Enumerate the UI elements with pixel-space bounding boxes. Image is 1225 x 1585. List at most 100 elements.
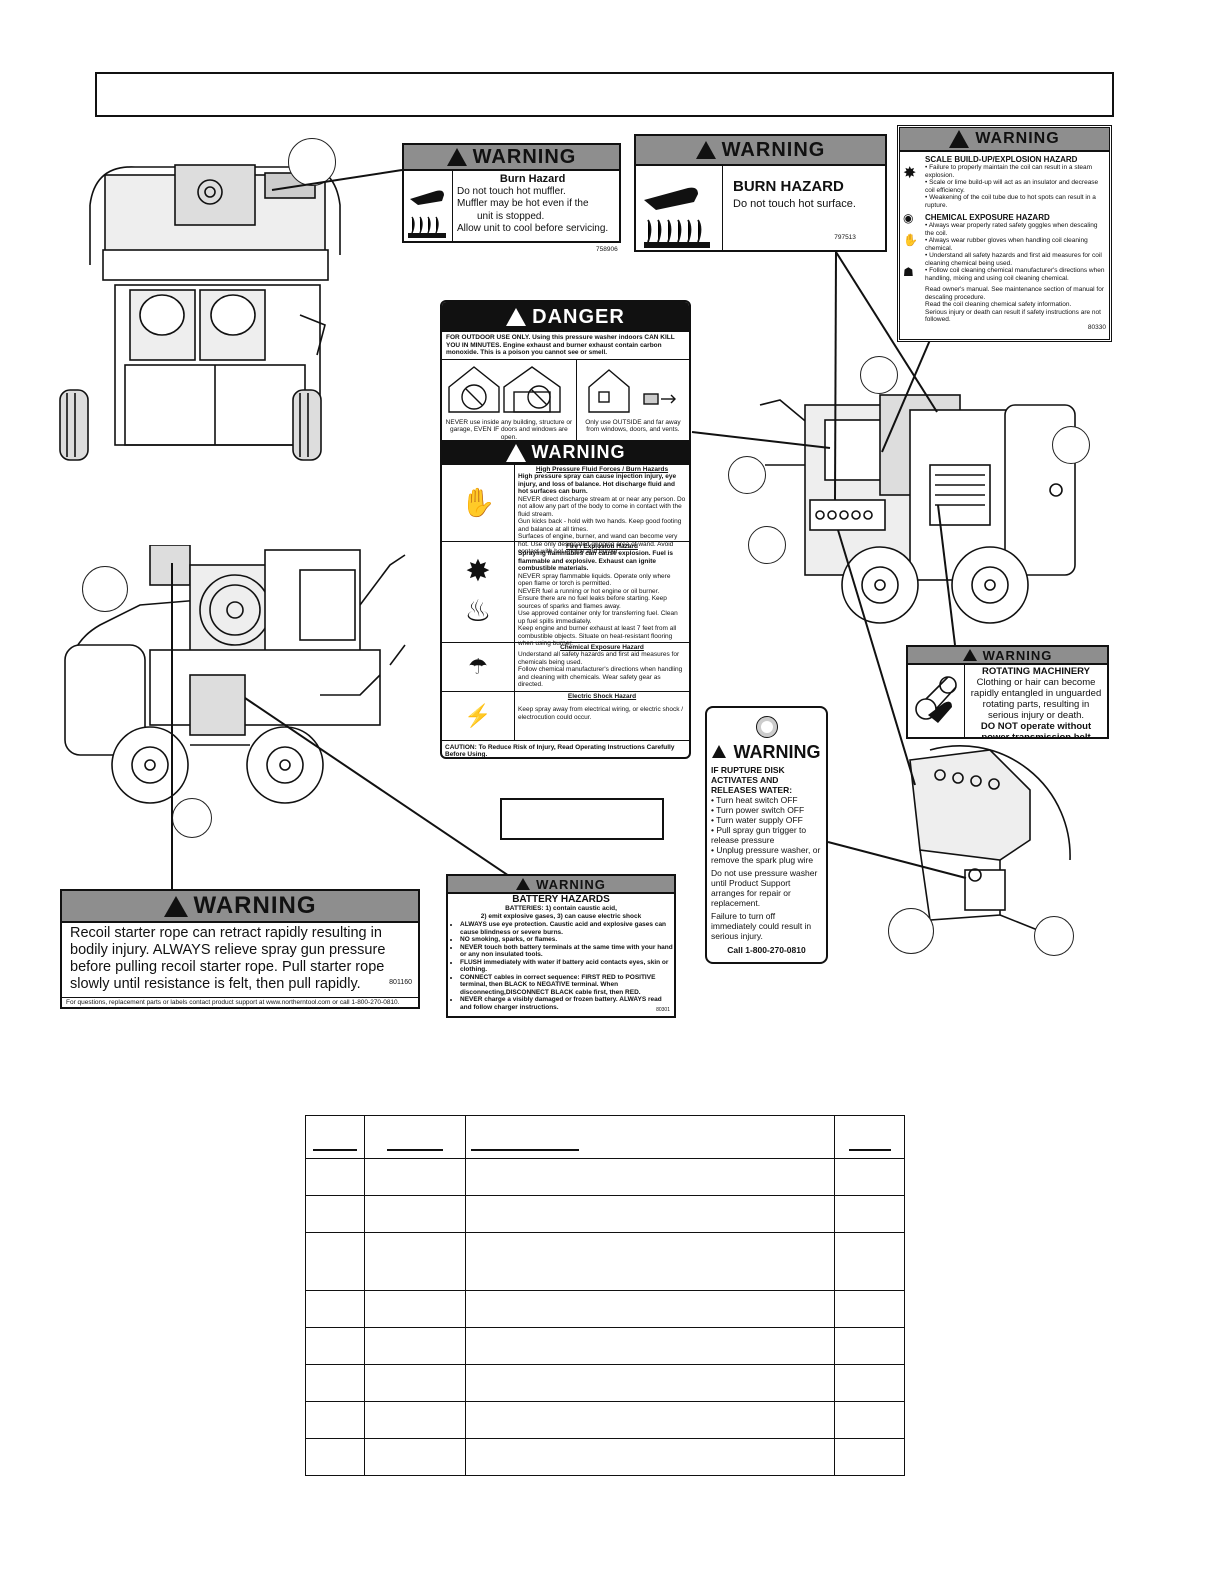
- scale-hazard-label: WARNING ✸ ◉ ✋ ☗ SCALE BUILD-UP/EXPLOSION…: [897, 125, 1112, 342]
- rupture-paragraph-2: Failure to turn off immediately could re…: [711, 911, 812, 941]
- callout-detail-right: [1034, 916, 1074, 956]
- rotating-text: Clothing or hair can become rapidly enta…: [970, 677, 1102, 721]
- table-row: [305, 1195, 905, 1233]
- machine-rear-view: [759, 394, 1076, 624]
- glove-icon: ✋: [903, 233, 918, 247]
- table-cell: [363, 1158, 466, 1196]
- electric-shock-icon: ⚡: [442, 691, 515, 740]
- table-cell: [834, 1290, 905, 1328]
- table-cell: [464, 1158, 836, 1196]
- battery-item-4: FLUSH immediately with water if battery …: [460, 959, 674, 974]
- callout-front: [288, 138, 336, 186]
- battery-item-1: ALWAYS use eye protection. Caustic acid …: [460, 921, 674, 936]
- chemical-exposure-icon: ☂: [442, 642, 515, 691]
- blank-label-box: [500, 798, 664, 840]
- battery-title: BATTERY HAZARDS: [512, 894, 610, 905]
- danger-triangle-icon: [506, 308, 527, 326]
- danger-sec4-body: Keep spray away from electrical wiring, …: [518, 706, 684, 721]
- table-row: [305, 1401, 905, 1439]
- explosion-fire-icon: ✸♨: [442, 541, 515, 642]
- recoil-part-no: 801160: [389, 979, 412, 986]
- hand-flame-icon: [644, 166, 723, 250]
- spray-injection-icon: ✋: [442, 464, 515, 541]
- recoil-text: Recoil starter rope can retract rapidly …: [70, 925, 386, 992]
- table-cell: [363, 1438, 466, 1476]
- muffler-subheading: Burn Hazard: [499, 173, 566, 185]
- table-cell: [305, 1290, 365, 1328]
- table-cell: [363, 1195, 466, 1233]
- burn-text: Do not touch hot surface.: [733, 198, 856, 210]
- battery-hazard-label: WARNING BATTERY HAZARDS BATTERIES: 1) co…: [446, 874, 676, 1018]
- battery-sub-1: BATTERIES: 1) contain caustic acid,: [505, 905, 617, 912]
- chem-title: CHEMICAL EXPOSURE HAZARD: [925, 213, 1050, 222]
- battery-heading: WARNING: [536, 876, 606, 892]
- column-header: [834, 1115, 905, 1159]
- chem-item-1: • Always wear properly rated safety gogg…: [925, 222, 1098, 237]
- rupture-disk-tag: WARNING IF RUPTURE DISK ACTIVATES AND RE…: [705, 706, 828, 964]
- warning-triangle-icon: [695, 141, 716, 159]
- rupture-item-5: • Unplug pressure washer, or remove the …: [711, 845, 821, 865]
- table-cell: [305, 1195, 365, 1233]
- battery-sub-2: 2) emit explosive gases, 3) can cause el…: [480, 912, 642, 920]
- rupture-heading: WARNING: [733, 742, 821, 762]
- danger-sec2-item3: Ensure there are no fuel leaks before st…: [518, 595, 667, 610]
- danger-sec3-item2: Follow chemical manufacturer's direction…: [518, 666, 683, 688]
- burn-part-no: 797513: [834, 234, 856, 241]
- table-cell: [363, 1401, 466, 1439]
- table-cell: [464, 1364, 836, 1402]
- rupture-phone: Call 1-800-270-0810: [727, 945, 806, 955]
- callout-side-bottom: [172, 798, 212, 838]
- danger-only-text: Only use OUTSIDE and far away from windo…: [585, 418, 681, 434]
- column-header: [363, 1115, 466, 1159]
- table-cell: [305, 1364, 365, 1402]
- danger-intro: FOR OUTDOOR USE ONLY. Using this pressur…: [442, 332, 689, 360]
- tag-hole-icon: [755, 716, 778, 738]
- burn-title: BURN HAZARD: [733, 178, 844, 195]
- table-header-row: [305, 1115, 905, 1159]
- column-header: [305, 1115, 365, 1159]
- warning-triangle-icon: [712, 745, 727, 758]
- muffler-warning-label: WARNING Burn Hazard Do not touch hot muf…: [402, 143, 621, 243]
- danger-sec3-item1: Understand all safety hazards and first …: [518, 651, 680, 666]
- scale-title: SCALE BUILD-UP/EXPLOSION HAZARD: [925, 155, 1078, 164]
- battery-item-5: CONNECT cables in correct sequence: FIRS…: [460, 974, 674, 997]
- burn-hazard-label: WARNING BURN HAZARD Do not touch hot sur…: [634, 134, 887, 252]
- danger-warning-heading: WARNING: [531, 442, 626, 462]
- callout-side-top: [82, 566, 128, 612]
- house-outside-icon: [588, 368, 676, 413]
- muffler-line-4: Allow unit to cool before servicing.: [457, 223, 609, 234]
- table-cell: [464, 1195, 836, 1233]
- scale-item-1: • Failure to properly maintain the coil …: [925, 164, 1093, 179]
- legend-frame: [95, 72, 1114, 117]
- scale-heading: WARNING: [975, 130, 1060, 147]
- warning-triangle-icon: [163, 895, 188, 917]
- danger-sec1-item2: Gun kicks back - hold with two hands. Ke…: [518, 518, 682, 533]
- muffler-line-3: unit is stopped.: [477, 210, 545, 222]
- table-cell: [834, 1195, 905, 1233]
- chem-item-4: • Follow coil cleaning chemical manufact…: [925, 267, 1105, 282]
- table-cell: [834, 1438, 905, 1476]
- danger-sec1-body: High pressure spray can cause injection …: [518, 473, 677, 495]
- table-cell: [834, 1232, 905, 1291]
- table-cell: [305, 1438, 365, 1476]
- danger-sec1-item3: Surfaces of engine, burner, and wand can…: [518, 533, 678, 555]
- danger-sec2-title: Fire / Explosion Hazard: [566, 542, 638, 550]
- rupture-item-2: • Turn power switch OFF: [711, 805, 805, 815]
- battery-item-6: NEVER charge a visibly damaged or frozen…: [460, 996, 674, 1011]
- burn-heading: WARNING: [721, 138, 826, 161]
- rupture-item-3: • Turn water supply OFF: [711, 815, 803, 825]
- table-cell: [464, 1401, 836, 1439]
- table-row: [305, 1438, 905, 1476]
- column-header: [464, 1115, 836, 1159]
- recoil-footer: For questions, replacement parts or labe…: [62, 996, 418, 1008]
- goggles-icon: ◉: [903, 211, 914, 225]
- table-cell: [464, 1232, 836, 1291]
- recoil-heading: WARNING: [193, 892, 317, 919]
- manual-reader-icon: ☗: [903, 265, 914, 279]
- table-cell: [834, 1327, 905, 1365]
- callout-detail-left: [888, 908, 934, 954]
- rotating-title: ROTATING MACHINERY: [981, 666, 1090, 677]
- danger-sec1-title: High Pressure Fluid Forces / Burn Hazard…: [535, 465, 669, 473]
- warning-triangle-icon: [949, 130, 970, 148]
- table-cell: [305, 1158, 365, 1196]
